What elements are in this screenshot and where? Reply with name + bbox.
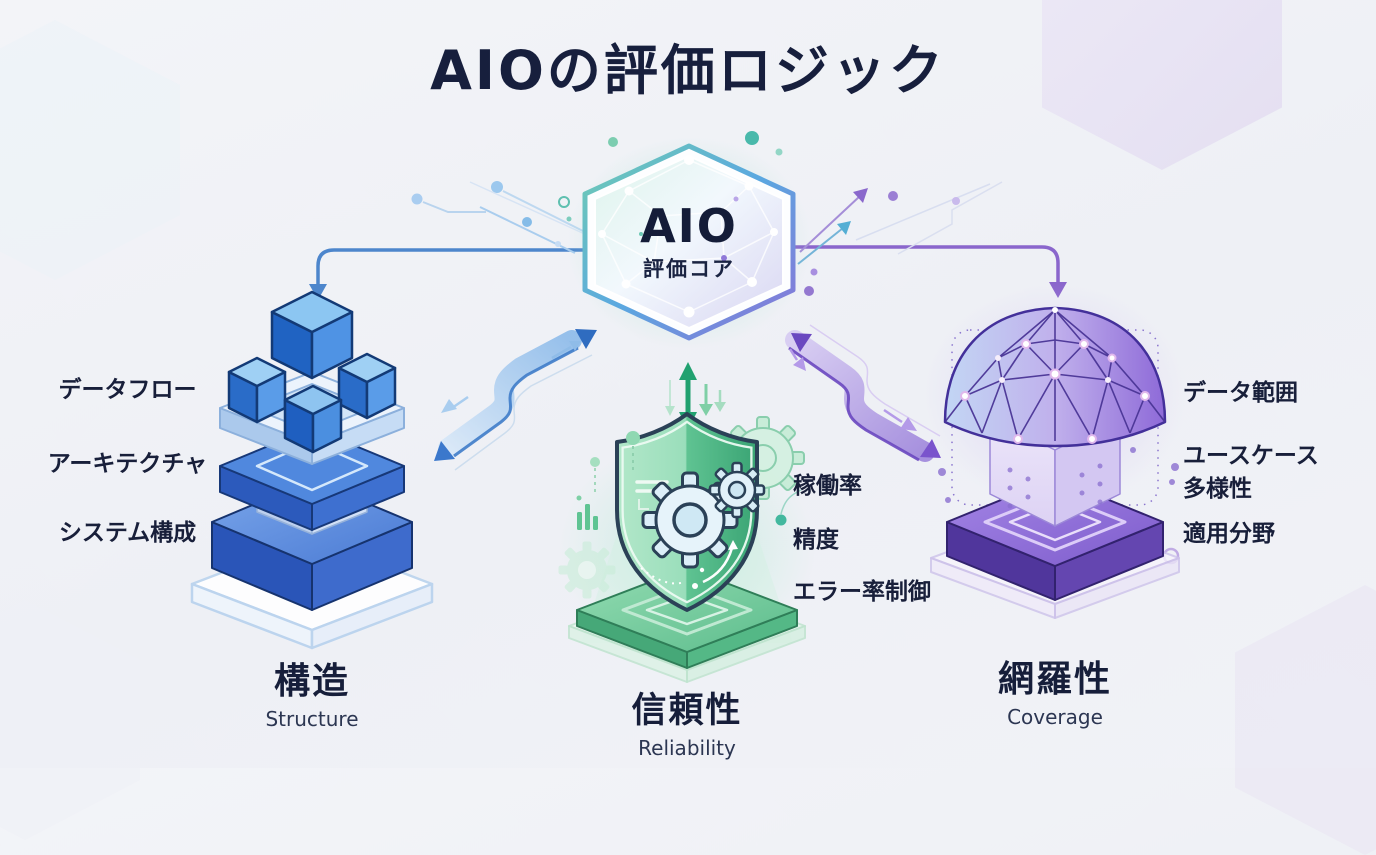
shield-inner-line bbox=[621, 420, 753, 604]
connector-arrows bbox=[309, 131, 1180, 565]
coverage-item-label: データ範囲 bbox=[1183, 380, 1298, 406]
ribbon-structure-core bbox=[434, 329, 597, 471]
structure-caption-ja: 構造 bbox=[273, 661, 350, 702]
reliability-item-label: エラー率制御 bbox=[793, 579, 931, 605]
structure-caption-en: Structure bbox=[265, 707, 359, 731]
core-hexagon-graphic bbox=[567, 136, 811, 348]
dome-side-dots bbox=[938, 447, 1179, 503]
coverage-caption: 網羅性 Coverage bbox=[925, 650, 1185, 729]
core-network-nodes bbox=[598, 155, 778, 318]
small-gear-icon bbox=[708, 461, 766, 519]
dome-nodes bbox=[960, 307, 1150, 444]
structure-item-label: アーキテクチャ bbox=[47, 451, 208, 477]
structure-item-label: データフロー bbox=[58, 377, 197, 403]
page-title: AIOの評価ロジック bbox=[430, 39, 946, 102]
layered-stack-icon bbox=[190, 290, 434, 650]
structure-item-label: システム構成 bbox=[58, 520, 197, 546]
ribbon-core-coverage bbox=[785, 324, 941, 462]
reliability-caption-ja: 信頼性 bbox=[631, 691, 743, 731]
ghost-gear-icon bbox=[558, 541, 616, 599]
stack-cubes bbox=[227, 290, 397, 454]
reliability-item-label: 精度 bbox=[793, 527, 839, 553]
coverage-item-label: ユースケース 多様性 bbox=[1183, 443, 1319, 502]
reliability-caption: 信頼性 Reliability bbox=[557, 682, 817, 760]
coverage-caption-ja: 網羅性 bbox=[997, 659, 1112, 700]
bar-chart-icon bbox=[576, 495, 598, 530]
coverage-caption-en: Coverage bbox=[1007, 705, 1103, 729]
structure-caption: 構造 Structure bbox=[187, 652, 437, 731]
shield-gear-icon bbox=[558, 412, 815, 683]
coverage-item-label: 適用分野 bbox=[1183, 521, 1275, 547]
core-network-mesh bbox=[601, 159, 775, 313]
decorative-dots bbox=[558, 131, 1180, 565]
core-hexagon: AIO 評価コア bbox=[566, 134, 812, 352]
gear-icon bbox=[641, 471, 739, 569]
node-dots bbox=[590, 431, 802, 526]
circuit-lines-right bbox=[797, 181, 1003, 265]
reliability-caption-en: Reliability bbox=[638, 736, 736, 760]
geodesic-dome-icon bbox=[923, 283, 1187, 619]
arrow-core-to-structure bbox=[309, 248, 588, 300]
reliability-item-label: 稼働率 bbox=[793, 473, 862, 499]
